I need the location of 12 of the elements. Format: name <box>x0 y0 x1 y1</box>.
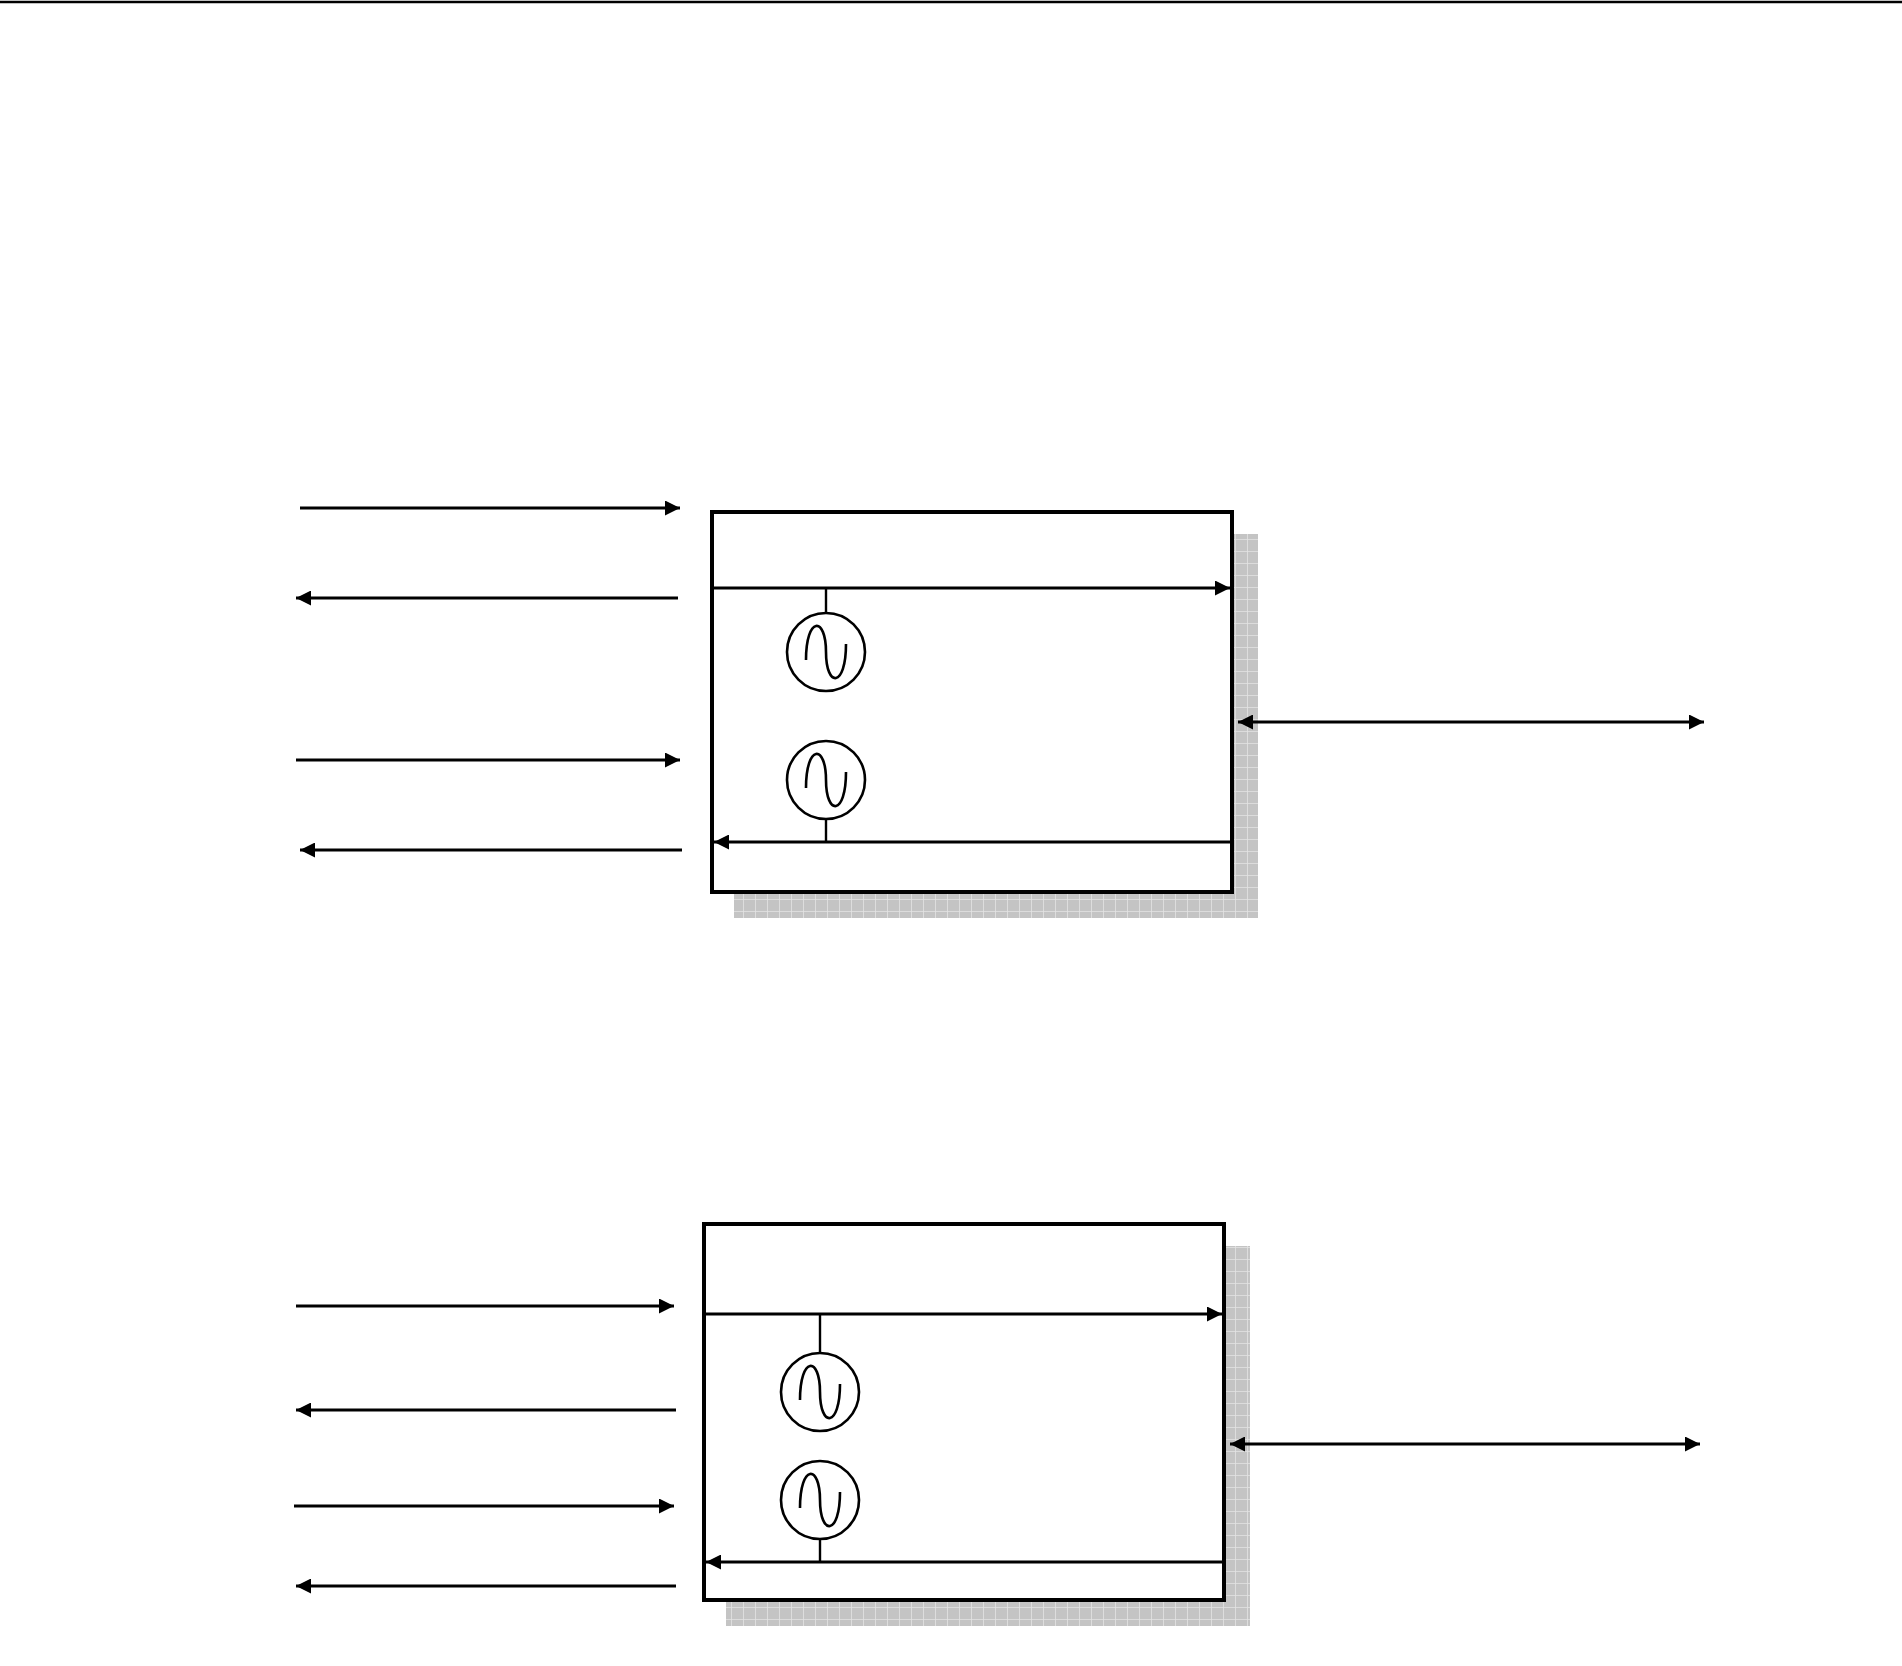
arrow <box>1230 1436 1700 1452</box>
arrow <box>296 1578 676 1594</box>
arrow <box>296 1402 676 1418</box>
system-box <box>702 1222 1226 1602</box>
arrow <box>296 590 678 606</box>
system-box <box>710 510 1234 894</box>
arrow <box>294 1498 674 1514</box>
arrow <box>296 1298 674 1314</box>
arrow <box>296 752 680 768</box>
arrow <box>300 500 680 516</box>
arrow <box>300 842 682 858</box>
arrow <box>1238 714 1704 730</box>
